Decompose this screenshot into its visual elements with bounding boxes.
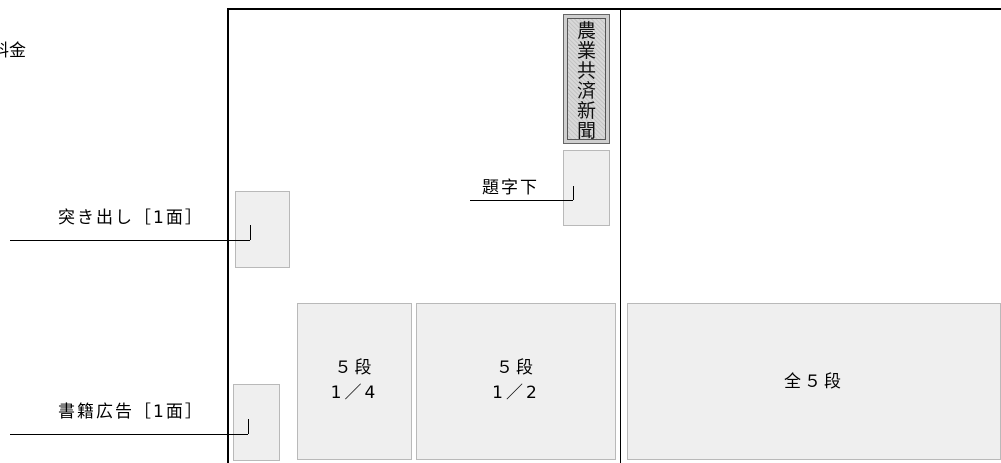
newspaper-page-frame [227,8,1001,463]
protrusion-leader-line [10,240,250,241]
protrusion-label: 突き出し［1面］ [58,208,204,228]
five-dan-quarter-line1: ５段 [334,358,375,378]
book-ad-leader-tick [248,419,249,434]
title-under-ad-slot[interactable] [563,150,610,226]
book-ad-leader-line [10,434,248,435]
title-under-leader-line [470,200,573,201]
five-dan-quarter-line2: 1／4 [330,383,379,403]
five-dan-half-line1: ５段 [496,358,536,378]
masthead-logo: 農 業 共 済 新 聞 [563,14,610,144]
rate-caption: 料金 [0,41,26,61]
masthead-char: 済 [576,80,596,102]
title-under-label: 題字下 [482,178,539,198]
five-dan-half-line2: 1／2 [492,383,540,403]
book-ad-label: 書籍広告［1面］ [58,402,204,422]
page-center-divider [620,8,621,463]
five-dan-half-ad[interactable] [416,303,616,460]
protrusion-ad-slot[interactable] [235,191,290,268]
masthead-char: 業 [576,40,596,62]
masthead-char: 聞 [576,120,596,142]
full-five-dan-label: 全５段 [784,372,844,392]
full-five-dan-ad[interactable] [627,303,1001,460]
book-ad-slot[interactable] [233,384,280,461]
masthead-char: 共 [576,60,596,82]
masthead-logo-frame: 農 業 共 済 新 聞 [567,18,606,142]
masthead-char: 新 [576,100,596,122]
protrusion-leader-tick [250,225,251,240]
title-under-leader-tick [573,186,574,200]
five-dan-quarter-ad[interactable] [297,303,412,460]
masthead-char: 農 [576,20,596,42]
